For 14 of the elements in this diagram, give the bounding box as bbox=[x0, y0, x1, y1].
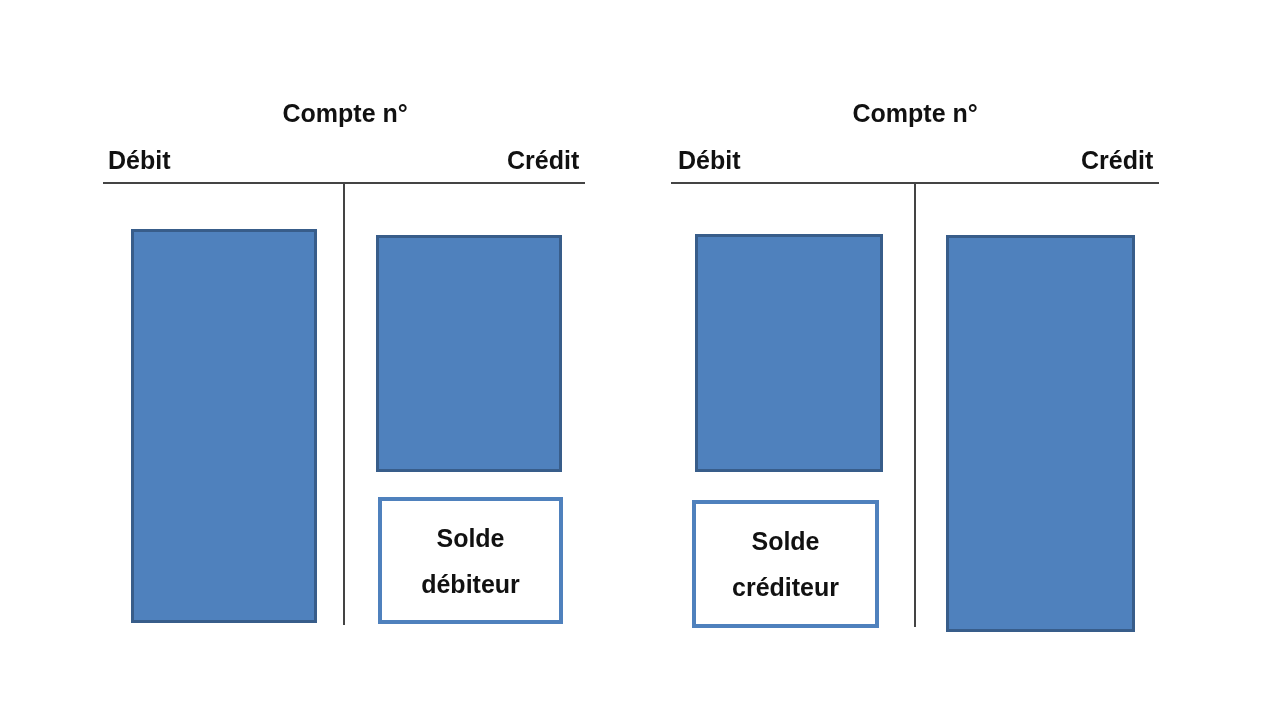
column-heading: Crédit bbox=[1081, 145, 1154, 175]
filled-block bbox=[376, 235, 562, 472]
filled-block bbox=[946, 235, 1135, 632]
balance-box bbox=[378, 497, 563, 624]
column-heading: Débit bbox=[678, 145, 741, 175]
column-heading: Débit bbox=[108, 145, 171, 175]
balance-box bbox=[692, 500, 879, 628]
filled-block bbox=[131, 229, 317, 623]
column-heading: Crédit bbox=[507, 145, 580, 175]
balance-label: Solde créditeur bbox=[731, 526, 840, 603]
account-title: Compte n° bbox=[852, 98, 978, 128]
account-title: Compte n° bbox=[282, 98, 408, 128]
filled-block bbox=[695, 234, 883, 472]
balance-label: Solde débiteur bbox=[420, 522, 521, 600]
